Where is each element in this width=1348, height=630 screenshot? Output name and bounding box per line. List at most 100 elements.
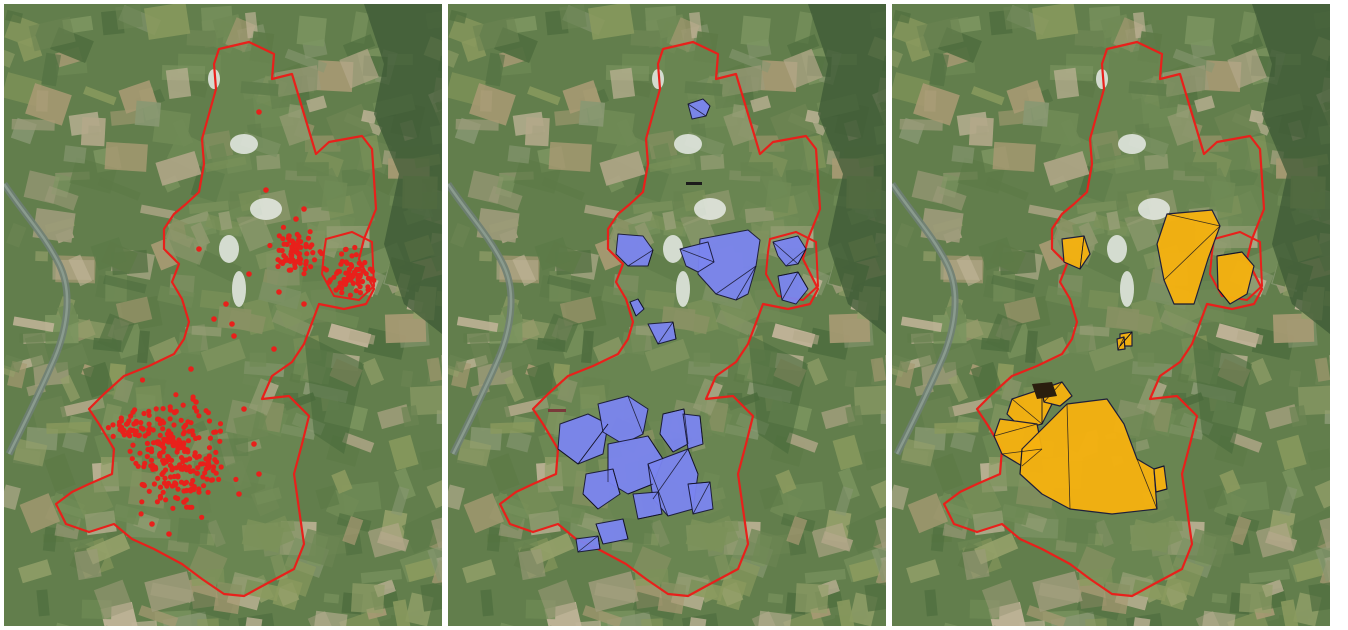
basemap-clearing (1107, 235, 1127, 263)
basemap-field (913, 83, 960, 126)
observation-point (223, 301, 229, 307)
basemap-field (339, 609, 384, 626)
basemap-field (115, 4, 143, 30)
observation-point (167, 404, 173, 410)
basemap-field (131, 620, 158, 626)
observation-point (178, 417, 184, 423)
basemap-field (547, 274, 591, 294)
observation-point (233, 476, 239, 482)
basemap-field (448, 484, 465, 510)
observation-point (145, 446, 151, 453)
observation-point (110, 422, 116, 428)
basemap-field (733, 373, 746, 384)
observation-point (196, 246, 202, 252)
basemap-field (50, 343, 89, 374)
basemap-field (836, 599, 855, 626)
observation-point (118, 415, 124, 421)
observation-point (280, 224, 287, 230)
basemap-field (1314, 469, 1330, 509)
basemap-field (950, 430, 976, 453)
basemap-field (592, 336, 626, 364)
observation-point (217, 438, 223, 444)
observation-point (110, 433, 116, 439)
observation-point (295, 251, 301, 257)
basemap-field (342, 516, 364, 546)
observation-point (196, 486, 202, 492)
observation-point (308, 264, 314, 270)
observation-point (206, 464, 212, 471)
basemap-field (783, 48, 823, 89)
basemap-field (757, 610, 792, 626)
basemap-field (472, 16, 520, 52)
observation-point (185, 438, 192, 444)
observation-point (355, 277, 361, 283)
observation-point (342, 246, 349, 253)
basemap-field (985, 177, 1029, 201)
observation-point (160, 426, 166, 432)
basemap-field (391, 486, 410, 517)
basemap-field (140, 204, 176, 220)
basemap-field (740, 15, 771, 47)
basemap-river (4, 183, 69, 455)
basemap-field (342, 432, 375, 453)
observation-point (152, 464, 158, 470)
polygon-subdivision (647, 435, 664, 460)
basemap-field (6, 222, 27, 248)
basemap-field (431, 514, 442, 549)
basemap-field (971, 86, 1005, 106)
basemap-field (1022, 100, 1050, 127)
basemap-field (1249, 109, 1265, 124)
basemap-field (339, 48, 379, 89)
observation-point (149, 521, 155, 527)
observation-point (276, 289, 282, 295)
observation-point (281, 253, 287, 259)
habitat-polygon (687, 481, 714, 515)
basemap-field (289, 373, 302, 384)
polygon-subdivision (1117, 336, 1125, 351)
polygon-subdivision (1079, 235, 1085, 270)
basemap-field (534, 237, 571, 271)
observation-point (157, 450, 163, 456)
polygon-subdivision (672, 321, 677, 340)
observation-point (334, 270, 340, 276)
observation-point (184, 487, 190, 493)
basemap-field (1201, 610, 1236, 626)
basemap-field (409, 385, 442, 416)
observation-point (186, 428, 192, 434)
polygon-subdivision (627, 249, 654, 267)
basemap-field (93, 579, 134, 620)
basemap-field (1025, 330, 1038, 364)
basemap-field (186, 29, 217, 47)
basemap-field (115, 296, 153, 327)
observation-point (169, 457, 175, 463)
observation-point (303, 258, 309, 265)
basemap-field (1076, 591, 1122, 621)
basemap-field (956, 254, 981, 287)
basemap-field (377, 531, 410, 552)
observation-point (293, 216, 299, 222)
basemap-field (1026, 605, 1067, 626)
polygon-subdivision (612, 468, 621, 495)
basemap-field (616, 118, 638, 147)
basemap-field (462, 559, 496, 584)
basemap-field (426, 469, 442, 509)
polygon-subdivision (1066, 403, 1071, 510)
polygon-subdivision (781, 271, 799, 301)
observation-point (206, 453, 212, 459)
basemap-field (559, 296, 597, 327)
observation-point (317, 249, 323, 255)
observation-point (339, 251, 345, 257)
observation-point (267, 242, 273, 249)
basemap-field (42, 526, 58, 552)
basemap-forest (304, 334, 364, 454)
basemap-field (80, 117, 106, 147)
polygon-subdivision (637, 513, 663, 520)
observation-point (180, 458, 186, 465)
polygon-subdivision (1019, 448, 1023, 475)
basemap-field (323, 593, 340, 604)
basemap-field (832, 434, 863, 471)
observation-point (140, 426, 146, 432)
basemap-field (804, 568, 846, 584)
observation-point (188, 486, 194, 492)
basemap-field (821, 531, 854, 552)
